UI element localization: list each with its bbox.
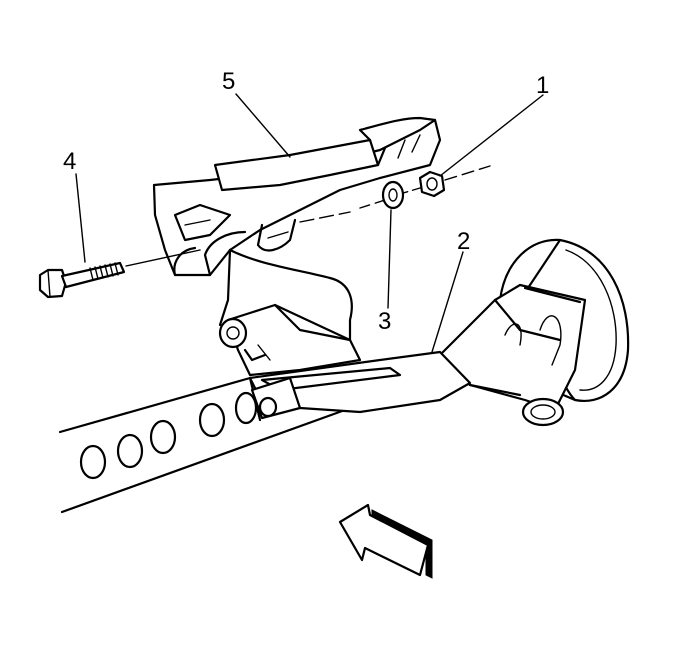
callout-4: 4 bbox=[63, 148, 77, 175]
nut bbox=[418, 170, 446, 198]
frame-rail-holes bbox=[79, 391, 258, 480]
callout-2: 2 bbox=[457, 228, 471, 255]
upper-bracket bbox=[152, 116, 442, 342]
crossmember-bracket bbox=[218, 303, 362, 377]
bolt-centerline bbox=[125, 165, 491, 267]
bolt-threads bbox=[89, 262, 119, 281]
axle-housing bbox=[438, 238, 630, 427]
callout-1: 1 bbox=[536, 72, 550, 99]
lower-link bbox=[248, 350, 472, 420]
leader-lines bbox=[75, 93, 544, 353]
washer bbox=[381, 180, 405, 210]
callout-5: 5 bbox=[222, 68, 236, 95]
frame-rail bbox=[58, 376, 347, 514]
bolt bbox=[38, 261, 126, 299]
forward-arrow-icon bbox=[338, 503, 433, 579]
callout-3: 3 bbox=[378, 308, 392, 335]
